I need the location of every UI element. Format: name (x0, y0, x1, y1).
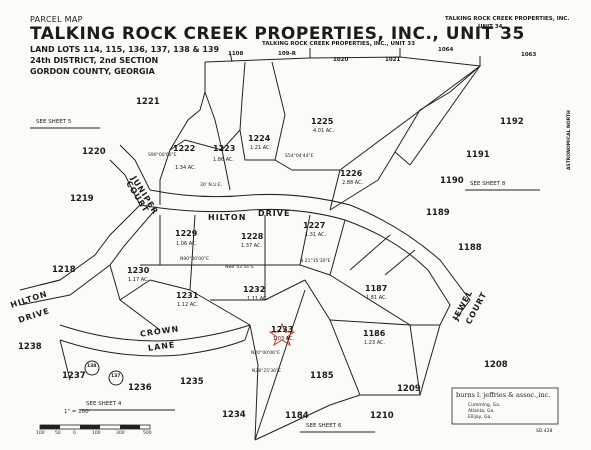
road-drive-1: DRIVE (258, 209, 291, 218)
lot-1221: 1221 (136, 97, 160, 107)
bearing-6: N 21°15'30"E (300, 259, 331, 264)
parcel-1226-acres: 2.88 AC. (342, 180, 364, 186)
lot-1208: 1208 (484, 360, 508, 370)
parcel-1224-acres: 1.21 AC. (250, 145, 272, 151)
lot-1020: 1020 (333, 57, 349, 63)
parcel-1233-acres: 1.03 AC. (273, 336, 295, 342)
company-office-2: Atlanta, Ga. (468, 409, 495, 414)
parcel-1186-id: 1186 (363, 329, 386, 338)
lot-1192: 1192 (500, 117, 524, 127)
lot-1235: 1235 (180, 377, 204, 387)
bearing-4: N88°43'54"E (225, 265, 254, 270)
lot-1234: 1234 (222, 410, 246, 420)
parcel-1230-id: 1230 (127, 266, 150, 275)
lot-1021: 1021 (385, 57, 401, 63)
parcel-1229-acres: 1.06 AC. (176, 241, 198, 247)
unit-34-label-2: UNIT 34 (478, 24, 503, 30)
company-name: burns l. jeffries & assoc.,inc. (456, 391, 551, 399)
scale-tick: 100 (92, 431, 101, 436)
company-stamp-box (451, 387, 559, 425)
scale-tick: 0 (73, 431, 76, 436)
scale-tick: 100 (36, 431, 45, 436)
lot-1188: 1188 (458, 243, 482, 253)
bearing-1: S90°00'00"E (148, 153, 177, 158)
bearing-2: N90°00'00"E (180, 257, 209, 262)
scale-bar (39, 424, 151, 430)
lot-1184: 1184 (285, 411, 309, 421)
parcel-1232-acres: 1.11 AC. (247, 296, 269, 302)
parcel-1226-id: 1226 (340, 169, 363, 178)
parcel-1231-acres: 1.12 AC. (177, 302, 199, 308)
parcel-1222-id: 1222 (173, 144, 196, 153)
lot-1237: 1237 (62, 371, 86, 381)
bearing-7: N20°00'06"E (251, 351, 280, 356)
see-sheet-4: SEE SHEET 4 (86, 401, 122, 407)
parcel-1223-id: 1223 (213, 144, 236, 153)
lot-1064: 1064 (438, 47, 454, 53)
scale-tick: 500 (143, 431, 152, 436)
parcel-1222-acres: 1.34 AC. (175, 165, 197, 171)
parcel-1225-acres: 4.01 AC. (313, 128, 335, 134)
map-label: PARCEL MAP (30, 15, 83, 24)
lot-1218: 1218 (52, 265, 76, 275)
parcel-1225-id: 1225 (311, 117, 334, 126)
parcel-1228-id: 1228 (241, 232, 264, 241)
lot-109r: 109-R (278, 51, 296, 57)
scale-note: 1" = 100' (64, 409, 91, 415)
circle-138: 138 (87, 364, 97, 369)
lot-circle (84, 360, 100, 376)
boundary-line (204, 56, 482, 181)
lot-1190: 1190 (440, 176, 464, 186)
parcel-1224-id: 1224 (248, 134, 271, 143)
bearing-8: N38°25'36"E (252, 369, 281, 374)
parcel-1223-acres: 1.86 AC. (213, 157, 235, 163)
boundary-line (159, 62, 206, 205)
scale-tick: 300 (116, 431, 125, 436)
bearing-3: 30' N.U.E. (200, 183, 223, 188)
parcel-1227-id: 1227 (303, 221, 326, 230)
lot-1210: 1210 (370, 411, 394, 421)
district-line: 24th DISTRICT, 2nd SECTION (30, 56, 159, 65)
see-sheet-5: SEE SHEET 5 (36, 119, 72, 125)
see-sheet-8: SEE SHEET 8 (470, 181, 506, 187)
company-office-1: Cumming, Ga. (468, 403, 501, 408)
map-title: TALKING ROCK CREEK PROPERTIES, INC., UNI… (30, 24, 525, 44)
unit-33-label: TALKING ROCK CREEK PROPERTIES, INC., UNI… (262, 41, 415, 47)
bearing-5: S54°04'44"E (285, 154, 314, 159)
parcel-1233-id: 1233 (271, 325, 294, 334)
lot-1220: 1220 (82, 147, 106, 157)
sheet-number: SD 428 (536, 429, 553, 434)
county-line: GORDON COUNTY, GEORGIA (30, 67, 155, 76)
unit-34-label: TALKING ROCK CREEK PROPERTIES, INC. (445, 16, 570, 22)
parcel-1231-id: 1231 (176, 291, 199, 300)
parcel-1229-id: 1229 (175, 229, 198, 238)
lot-1185: 1185 (310, 371, 334, 381)
parcel-1232-id: 1232 (243, 285, 266, 294)
land-lots-line: LAND LOTS 114, 115, 136, 137, 138 & 139 (30, 45, 220, 54)
lot-1209: 1209 (397, 384, 421, 394)
lot-1189: 1189 (426, 208, 450, 218)
star-marker (268, 322, 296, 347)
parcel-1228-acres: 1.37 AC. (241, 243, 263, 249)
parcel-1227-acres: 1.31 AC. (305, 232, 327, 238)
parcel-1187-acres: 1.81 AC. (366, 295, 388, 301)
lot-1191: 1191 (466, 150, 490, 160)
parcel-1187-id: 1187 (365, 284, 388, 293)
company-office-3: Ellijay, Ga. (468, 415, 492, 420)
lot-1238: 1238 (18, 342, 42, 352)
lot-1108: 1108 (228, 51, 244, 57)
astronomical-north-label: ASTRONOMICAL NORTH (567, 110, 572, 170)
see-sheet-6: SEE SHEET 6 (306, 423, 342, 429)
scale-tick: 50 (55, 431, 61, 436)
lot-1236: 1236 (128, 383, 152, 393)
lot-1219: 1219 (70, 194, 94, 204)
road-hilton-1: HILTON (208, 213, 247, 222)
circle-137: 137 (111, 374, 121, 379)
lot-1063: 1063 (521, 52, 537, 58)
lot-circle (108, 370, 124, 386)
parcel-1186-acres: 1.23 AC. (364, 340, 386, 346)
parcel-1230-acres: 1.17 AC. (128, 277, 150, 283)
